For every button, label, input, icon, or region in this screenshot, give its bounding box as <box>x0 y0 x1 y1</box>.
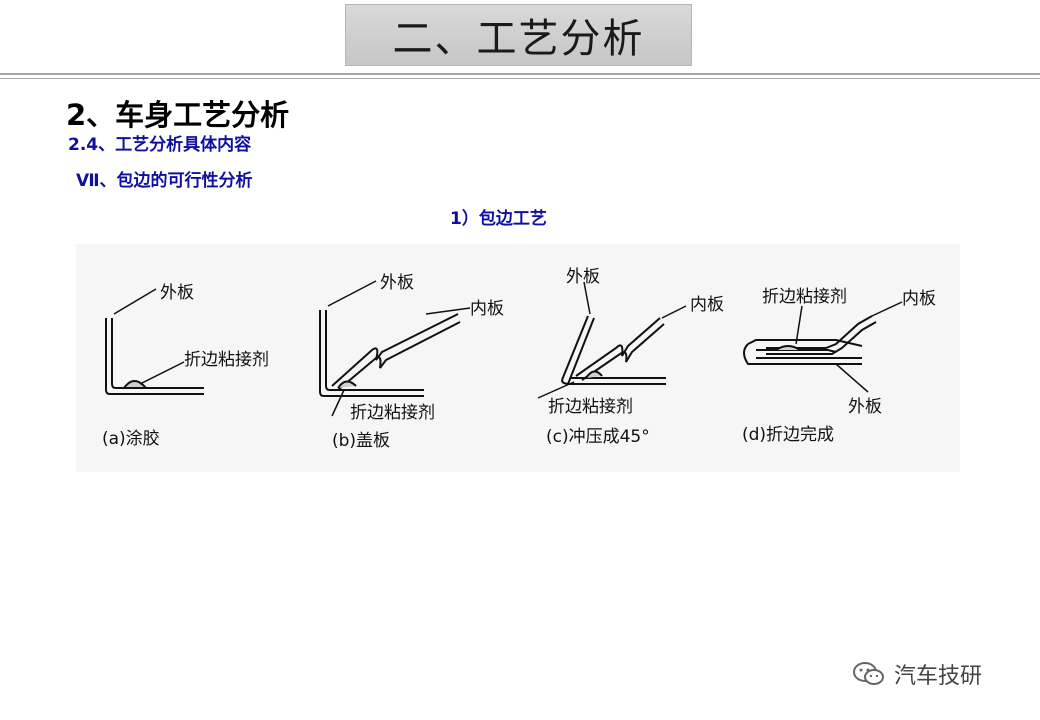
watermark-text: 汽车技研 <box>894 664 983 689</box>
slide-title: 二、工艺分析 <box>392 16 645 62</box>
label-d-adhesive: 折边粘接剂 <box>762 287 847 307</box>
label-a-adhesive: 折边粘接剂 <box>184 350 269 370</box>
watermark: 汽车技研 <box>852 658 982 690</box>
diagram-d <box>743 301 903 393</box>
diagram-c <box>537 281 687 399</box>
label-a-outer: 外板 <box>160 283 194 303</box>
label-c-inner: 内板 <box>690 295 724 315</box>
wechat-icon <box>853 662 884 685</box>
caption-b: (b)盖板 <box>332 431 390 451</box>
analysis-heading: Ⅶ、包边的可行性分析 <box>76 171 253 191</box>
diagram-a <box>105 288 204 395</box>
label-b-inner: 内板 <box>470 299 504 319</box>
title-divider-thin <box>0 78 1040 79</box>
caption-c: (c)冲压成45° <box>546 427 650 447</box>
label-b-outer: 外板 <box>380 273 414 293</box>
label-d-inner: 内板 <box>902 289 936 309</box>
slide-title-box: 二、工艺分析 <box>345 4 692 66</box>
topic-heading: 1）包边工艺 <box>450 209 547 229</box>
title-divider <box>0 73 1040 75</box>
hemming-process-figure: 外板 折边粘接剂 (a)涂胶 外板 内板 折边粘接剂 (b)盖板 外板 内板 折… <box>76 244 960 472</box>
section-heading: 2、车身工艺分析 <box>66 98 290 132</box>
diagram-b <box>319 280 471 417</box>
label-b-adhesive: 折边粘接剂 <box>350 403 435 423</box>
subsection-heading: 2.4、工艺分析具体内容 <box>68 135 252 155</box>
caption-d: (d)折边完成 <box>742 425 834 445</box>
caption-a: (a)涂胶 <box>102 429 160 449</box>
label-d-outer: 外板 <box>848 397 882 417</box>
label-c-outer: 外板 <box>566 267 600 287</box>
label-c-adhesive: 折边粘接剂 <box>548 397 633 417</box>
